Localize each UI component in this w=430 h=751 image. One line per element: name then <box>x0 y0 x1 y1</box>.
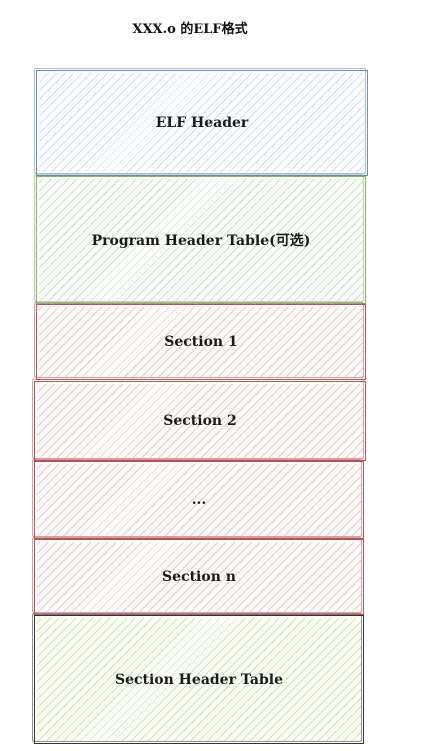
section-header-table-label: Section Header Table <box>114 671 284 688</box>
diagram-title: XXX.o 的ELF格式 <box>132 22 248 37</box>
program-header-table-label: Program Header Table(可选) <box>91 233 311 249</box>
section-header-table-block: Section Header Table <box>32 613 364 744</box>
elf-header-block: ELF Header <box>34 68 368 176</box>
program-header-table-block: Program Header Table(可选) <box>34 174 366 304</box>
section-n-label: Section n <box>162 569 236 585</box>
section-2-label: Section 2 <box>163 413 237 429</box>
section-1-label: Section 1 <box>164 334 238 350</box>
ellipsis-block: ... <box>32 459 364 539</box>
section-n-block: Section n <box>32 537 364 615</box>
section-1-block: Section 1 <box>34 302 366 380</box>
elf-header-label: ELF Header <box>155 115 249 131</box>
section-2-block: Section 2 <box>32 379 366 461</box>
ellipsis-label: ... <box>191 492 207 508</box>
